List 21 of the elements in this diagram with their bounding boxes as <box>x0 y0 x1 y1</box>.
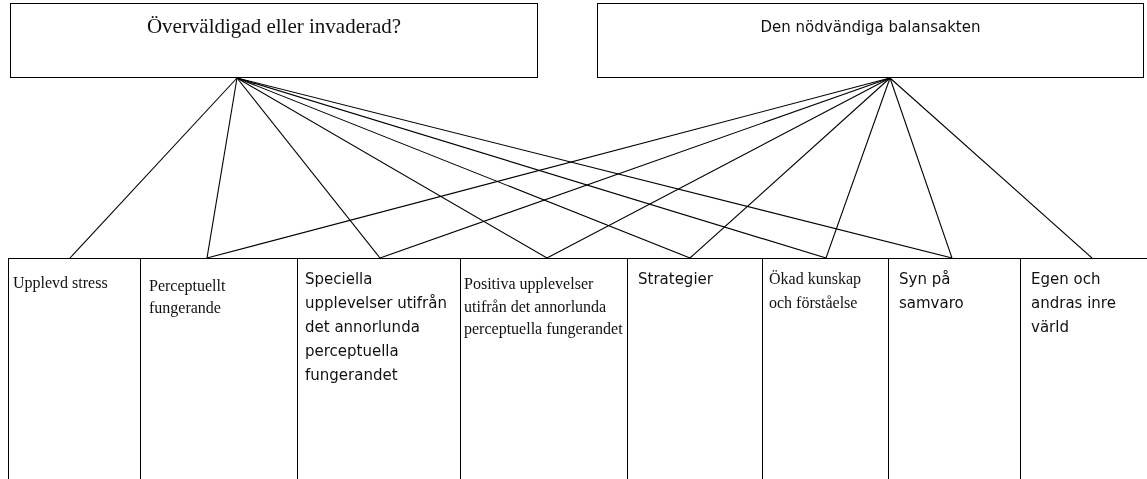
box-label: Speciella upplevelser utifrån det annorlunda perceptuella fungerandet <box>305 269 448 386</box>
connector-line <box>825 77 891 259</box>
box-label: Positiva upplevelser utifrån det annorlunda perceptuella fungerandet <box>464 274 624 340</box>
connector-line <box>206 77 238 259</box>
box-label: Syn på samvaro <box>899 269 965 314</box>
connector-line <box>889 77 1093 259</box>
box-label: Upplevd stress <box>13 273 108 294</box>
box-label: Ökad kunskap och förståelse <box>769 269 862 313</box>
connector-line <box>236 77 381 259</box>
heading-box <box>597 3 1144 78</box>
box-label: Den nödvändiga balansakten <box>760 18 981 38</box>
connector-line <box>689 77 891 259</box>
heading-box <box>10 3 538 78</box>
connector-line <box>69 77 238 259</box>
box-label: Egen och andras inre värld <box>1031 269 1117 338</box>
connector-line <box>889 77 953 259</box>
connector-line <box>236 77 548 259</box>
category-box <box>8 258 141 479</box>
box-label: Strategier <box>638 269 713 290</box>
box-label: Överväldigad eller invaderad? <box>146 14 402 40</box>
box-label: Perceptuellt fungerande <box>149 276 227 319</box>
